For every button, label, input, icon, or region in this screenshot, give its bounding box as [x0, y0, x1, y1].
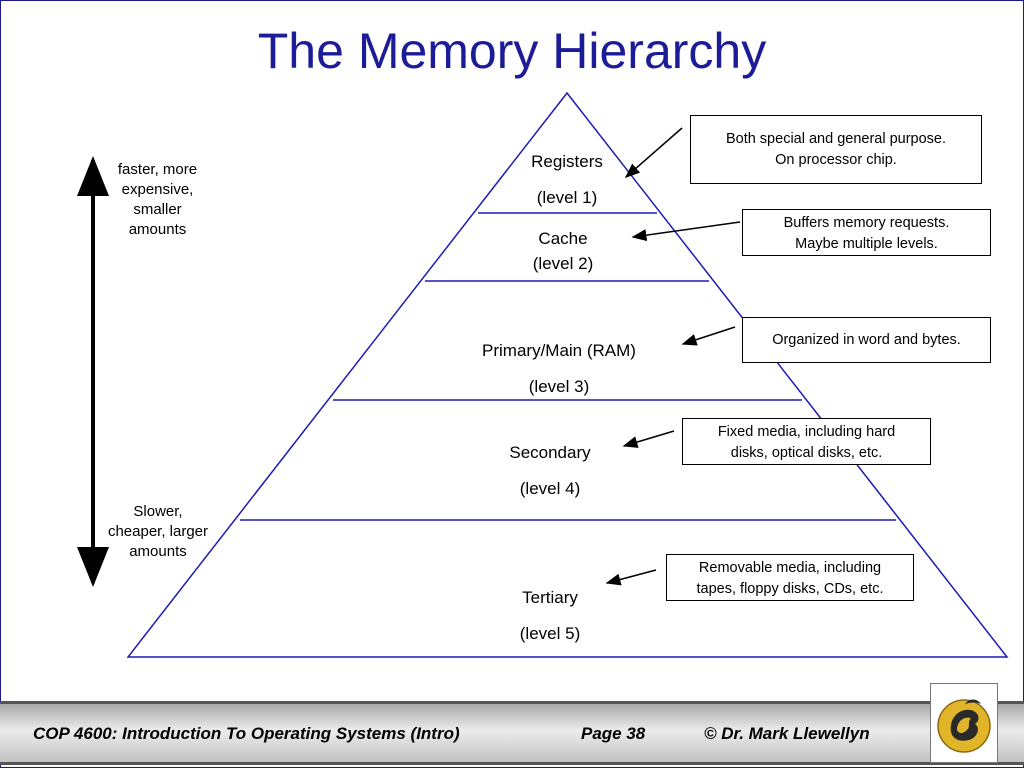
level-registers-name: Registers	[531, 152, 603, 171]
annotation-tertiary: Removable media, including tapes, floppy…	[666, 554, 914, 601]
annotation-registers-line-2: On processor chip.	[775, 152, 897, 168]
ucf-pegasus-logo-icon	[930, 683, 998, 763]
footer-page: Page 38	[581, 724, 646, 743]
annotation-tertiary-line-2: tapes, floppy disks, CDs, etc.	[696, 581, 884, 597]
level-cache-name: Cache	[538, 229, 588, 248]
slower-label: Slower, cheaper, larger amounts	[98, 502, 218, 562]
logo-graphic	[937, 699, 991, 753]
level-secondary-number: (level 4)	[519, 479, 581, 498]
arrow-registers	[624, 127, 683, 178]
faster-line-4: amounts	[128, 221, 187, 238]
pyramid-outline	[126, 91, 1009, 658]
arrow-secondary	[622, 430, 675, 448]
faster-line-2: expensive,	[121, 181, 194, 198]
annotation-cache: Buffers memory requests. Maybe multiple …	[742, 209, 991, 256]
arrow-main	[681, 326, 736, 346]
level-registers-number: (level 1)	[536, 188, 598, 207]
level-tertiary-name: Tertiary	[522, 588, 578, 607]
level-secondary-name: Secondary	[509, 443, 591, 462]
footer-author: © Dr. Mark Llewellyn	[704, 724, 870, 743]
level-main-name: Primary/Main (RAM)	[482, 341, 636, 360]
level-tertiary-number: (level 5)	[519, 624, 581, 643]
faster-line-1: faster, more	[117, 161, 198, 178]
footer-course: COP 4600: Introduction To Operating Syst…	[33, 724, 460, 743]
slower-line-1: Slower,	[133, 503, 183, 520]
faster-label: faster, more expensive, smaller amounts	[100, 160, 215, 240]
annotation-tertiary-line-1: Removable media, including	[698, 560, 882, 576]
slide-title: The Memory Hierarchy	[257, 23, 767, 79]
slower-line-2: cheaper, larger	[107, 523, 209, 540]
footer-band	[0, 701, 1024, 765]
annotation-cache-line-2: Maybe multiple levels.	[795, 236, 938, 252]
arrow-cache	[631, 221, 741, 242]
level-main-number: (level 3)	[528, 377, 590, 396]
annotation-secondary-line-1: Fixed media, including hard	[717, 424, 896, 440]
annotation-secondary-line-2: disks, optical disks, etc.	[730, 445, 883, 461]
annotation-cache-line-1: Buffers memory requests.	[783, 215, 950, 231]
annotation-registers: Both special and general purpose. On pro…	[690, 115, 982, 184]
arrow-tertiary	[605, 569, 657, 586]
annotation-main: Organized in word and bytes.	[742, 317, 991, 363]
faster-line-3: smaller	[133, 201, 182, 218]
annotation-secondary: Fixed media, including hard disks, optic…	[682, 418, 931, 465]
annotation-registers-line-1: Both special and general purpose.	[725, 131, 947, 147]
annotation-main-line-1: Organized in word and bytes.	[772, 332, 961, 348]
level-cache-number: (level 2)	[532, 254, 594, 273]
slower-line-3: amounts	[129, 543, 187, 560]
